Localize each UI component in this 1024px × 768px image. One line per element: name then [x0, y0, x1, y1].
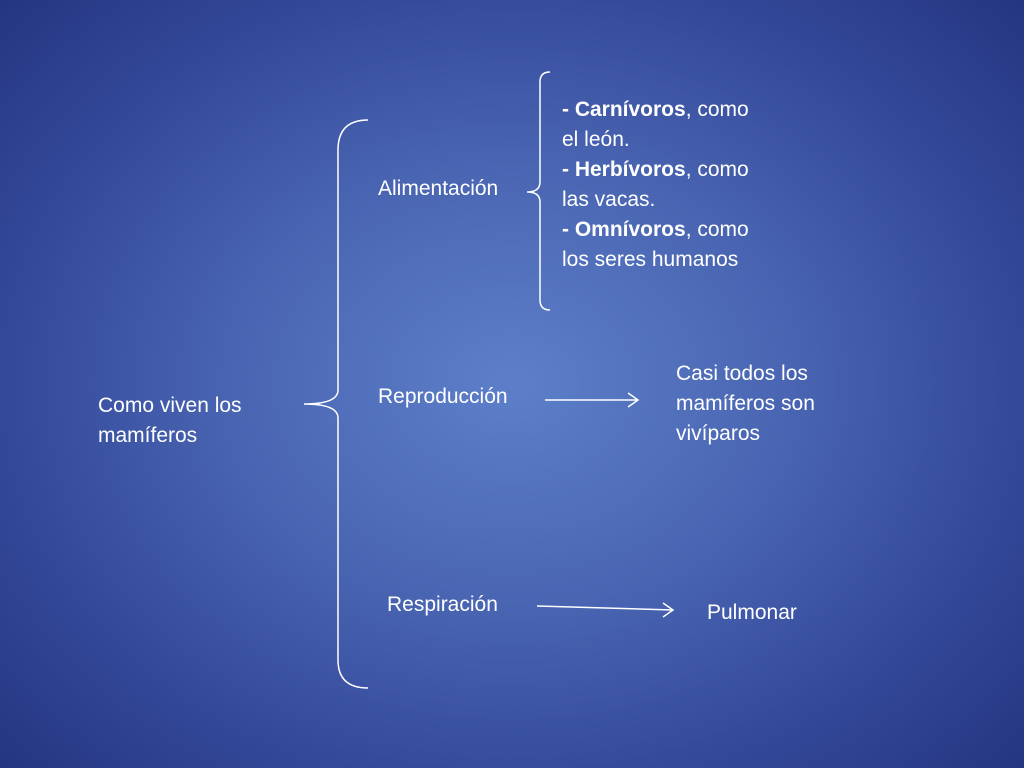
- item-omnivoros-bold: - Omnívoros: [562, 218, 686, 241]
- reproduccion-arrowhead: [627, 392, 640, 408]
- respiracion-arrowhead: [662, 602, 675, 618]
- alimentacion-bracket: [526, 71, 551, 311]
- root-line-2: mamíferos: [98, 424, 198, 447]
- item-omnivoros: - Omnívoros, como: [562, 215, 749, 245]
- reproduccion-result: Casi todos los mamíferos son vivíparos: [676, 359, 815, 449]
- reproduccion-result-line-1: Casi todos los: [676, 362, 808, 385]
- item-omnivoros-line2: los seres humanos: [562, 248, 739, 271]
- reproduccion-result-line-3: vivíparos: [676, 422, 761, 445]
- reproduccion-result-line-2: mamíferos son: [676, 392, 815, 415]
- alimentacion-label: Alimentación: [378, 177, 499, 200]
- item-omnivoros-rest: , como: [685, 218, 749, 241]
- respiracion-arrow-line: [536, 605, 674, 611]
- item-carnivoros-rest: , como: [685, 98, 749, 121]
- item-carnivoros: - Carnívoros, como: [562, 95, 749, 125]
- item-herbivoros-line2: las vacas.: [562, 188, 656, 211]
- reproduccion-label: Reproducción: [378, 385, 508, 408]
- item-herbivoros-rest: , como: [685, 158, 749, 181]
- respiracion-result: Pulmonar: [707, 601, 797, 624]
- main-bracket: [303, 119, 369, 689]
- respiracion-label: Respiración: [387, 593, 498, 616]
- item-herbivoros: - Herbívoros, como: [562, 155, 749, 185]
- root-node: Como viven los mamíferos: [98, 391, 242, 451]
- item-herbivoros-bold: - Herbívoros: [562, 158, 686, 181]
- item-carnivoros-line2: el león.: [562, 128, 630, 151]
- alimentacion-items: - Carnívoros, como el león. - Herbívoros…: [562, 95, 749, 275]
- root-line-1: Como viven los: [98, 394, 242, 417]
- item-carnivoros-bold: - Carnívoros: [562, 98, 686, 121]
